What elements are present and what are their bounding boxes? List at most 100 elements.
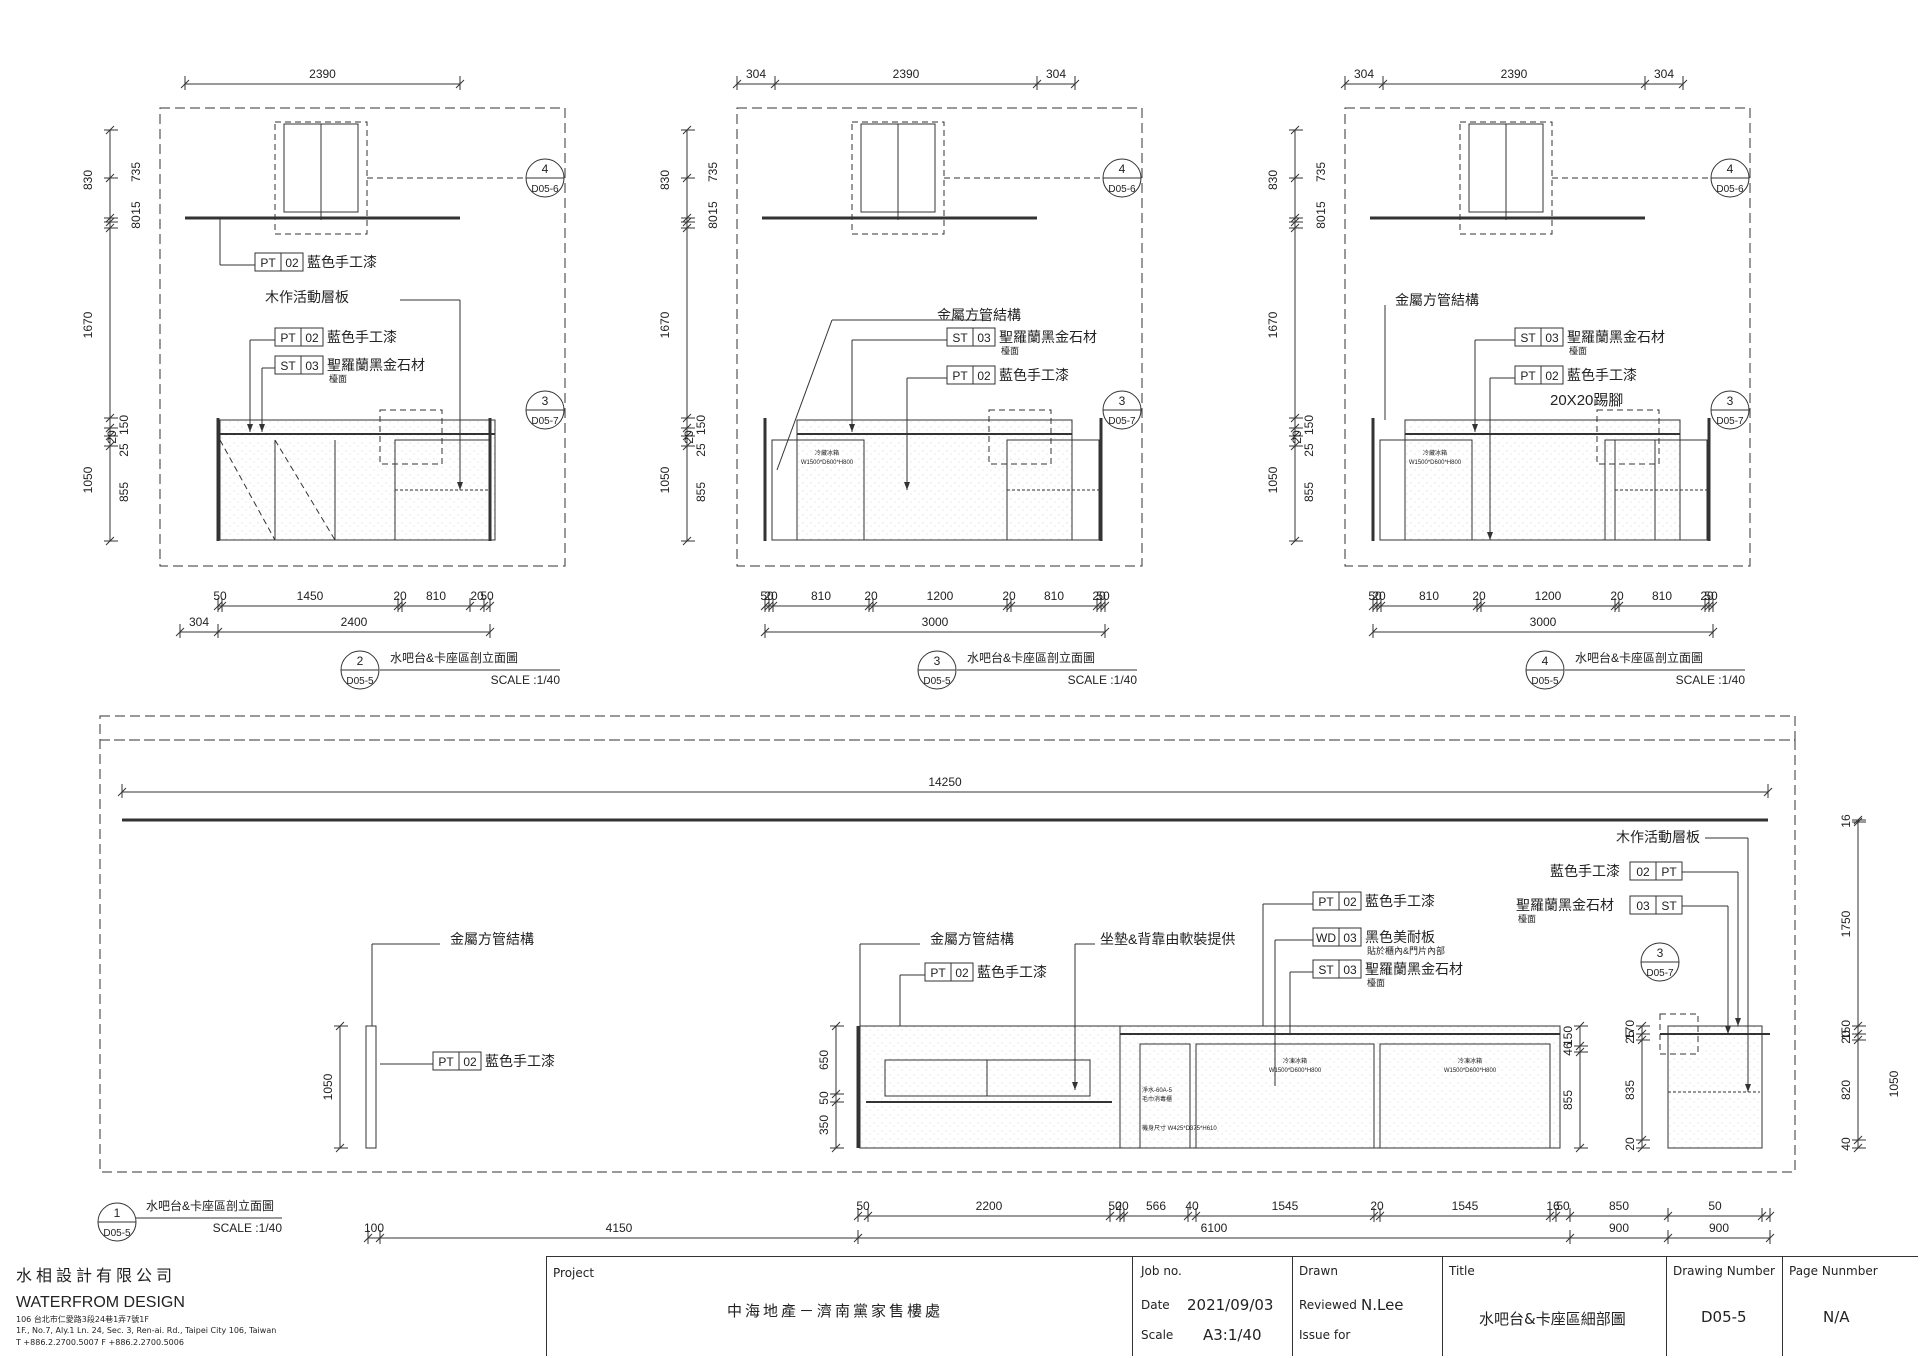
- detail-ref-number: 3: [1657, 946, 1664, 960]
- dim-label: 820: [1839, 1080, 1853, 1100]
- material-code-box: [1338, 927, 1362, 947]
- fridge-note: W1500*D600*H800: [1269, 1068, 1322, 1074]
- leader-line: [776, 319, 833, 471]
- dim-label: 1050: [81, 466, 95, 493]
- detail-ref-number: 1: [114, 1206, 121, 1220]
- cabinet-run: [1119, 1025, 1561, 1149]
- dim-label: 855: [1561, 1090, 1575, 1110]
- door-swing: [219, 439, 276, 541]
- leader-arrow: [259, 424, 265, 432]
- dim-label: 1670: [1266, 311, 1280, 338]
- material-code-box: [1540, 327, 1564, 347]
- dim-label: 20: [1610, 589, 1624, 603]
- dim-label: 855: [694, 482, 708, 502]
- dim-label: 150: [1839, 1020, 1853, 1040]
- material-code-box: [1338, 891, 1362, 911]
- title-label: Title: [1449, 1264, 1475, 1278]
- material-sub: 檯面: [1001, 345, 1019, 356]
- material-code-box: [300, 327, 324, 347]
- material-name: 聖羅蘭黑金石材: [999, 329, 1097, 345]
- dim-label: 25: [694, 443, 708, 457]
- dim-label: 100: [364, 1221, 384, 1235]
- project-label: Project: [553, 1266, 595, 1280]
- fridge-right: [1379, 1043, 1551, 1149]
- material-tag: PT: [1661, 865, 1677, 879]
- material-code: 02: [977, 369, 991, 383]
- leader-arrow: [457, 482, 463, 490]
- dim-label: 46: [1561, 1042, 1575, 1056]
- dim-label: 50: [213, 589, 227, 603]
- material-name: 20X20踢腳: [1550, 392, 1623, 409]
- leader-arrow: [247, 424, 253, 432]
- dim-label: 50: [1556, 1199, 1570, 1213]
- reviewed-label: Reviewed: [1299, 1298, 1357, 1312]
- company-name-en: WATERFROM DESIGN: [16, 1294, 185, 1311]
- counter-body: [219, 419, 496, 541]
- dim-label: 900: [1709, 1221, 1729, 1235]
- dim-label: 20: [864, 589, 878, 603]
- fridge-note: 冷藏冰箱: [1423, 449, 1447, 457]
- dim-label: 50: [1708, 1199, 1722, 1213]
- detail-ref-sheet: D05-5: [1531, 676, 1559, 687]
- dim-label: 20: [393, 589, 407, 603]
- material-name: 藍色手工漆: [485, 1053, 555, 1069]
- material-code-box: [1540, 365, 1564, 385]
- detail-box: [379, 409, 443, 465]
- dim-label: 15: [129, 201, 143, 215]
- material-tag: PT: [930, 966, 946, 980]
- detail-ref-sheet: D05-6: [1716, 184, 1744, 195]
- detail-ref-sheet: D05-7: [1716, 416, 1744, 427]
- elevation-scale: SCALE :1/40: [1676, 673, 1746, 687]
- dim-label: 40: [1185, 1199, 1199, 1213]
- elevation-title: 水吧台&卡座區剖立面圖: [1575, 650, 1703, 665]
- dim-label: 304: [189, 615, 209, 629]
- material-tag: WD: [1316, 931, 1336, 945]
- detail-ref-sheet: D05-6: [1108, 184, 1136, 195]
- dim-label: 2390: [893, 67, 920, 81]
- elevation-frame: [736, 107, 1143, 567]
- title-block-top-rule: [546, 1256, 1918, 1257]
- fridge-left: [1379, 439, 1473, 541]
- material-sub: 貼於櫃內&門片內部: [1367, 945, 1445, 956]
- material-sub: 檯面: [329, 373, 347, 384]
- leader-arrow: [849, 424, 855, 432]
- dim-label: 50: [817, 1091, 831, 1105]
- dim-label: 900: [1609, 1221, 1629, 1235]
- dim-label: 1200: [927, 589, 954, 603]
- pendant-box: [851, 121, 945, 235]
- outer-frame: [99, 715, 1796, 741]
- company-name-cn: 水相設計有限公司: [16, 1266, 177, 1285]
- leader-arrow: [1072, 1082, 1078, 1090]
- dim-label: 150: [1561, 1026, 1575, 1046]
- elevation-scale: SCALE :1/40: [213, 1221, 283, 1235]
- dim-label: 50: [760, 589, 774, 603]
- material-name: 聖羅蘭黑金石材: [1567, 329, 1665, 345]
- drawn-label: Drawn: [1299, 1264, 1338, 1278]
- dim-label: 20: [470, 589, 484, 603]
- material-tag: ST: [1318, 963, 1334, 977]
- dim-label: 810: [1044, 589, 1064, 603]
- dim-label: 15: [706, 201, 720, 215]
- dim-label: 16: [1839, 814, 1853, 828]
- fridge-left: [1195, 1043, 1375, 1149]
- material-code: 03: [305, 359, 319, 373]
- dim-label: 2390: [309, 67, 336, 81]
- dim-label: 3000: [1530, 615, 1557, 629]
- sofa-base: [859, 1025, 1121, 1149]
- dim-label: 855: [117, 482, 131, 502]
- dim-label: 80: [1314, 215, 1328, 229]
- dim-label: 6100: [1201, 1221, 1228, 1235]
- leader-arrow: [1472, 424, 1478, 432]
- dim-label: 1050: [321, 1073, 335, 1100]
- dim-label: 830: [1266, 170, 1280, 190]
- elevation-frame: [1344, 107, 1751, 567]
- material-name: 金屬方管結構: [930, 931, 1014, 947]
- dim-label: 20: [1472, 589, 1486, 603]
- dim-label: 810: [1419, 589, 1439, 603]
- material-callout: 藍色手工漆: [1550, 863, 1620, 879]
